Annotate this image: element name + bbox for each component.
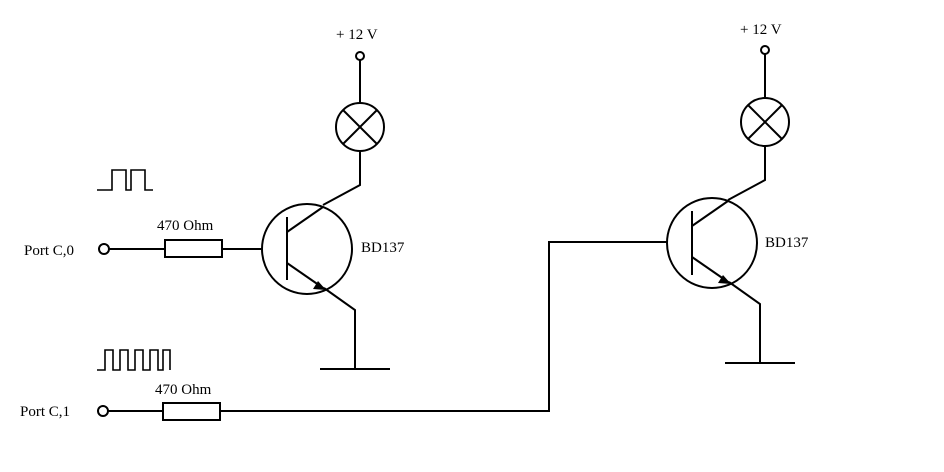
resistor-label-bottom: 470 Ohm [155,382,212,398]
port-label-top: Port C,0 [24,243,74,259]
left-stage: + 12 V BD137 470 Ohm Port C,0 [24,27,405,370]
base-wire-right [220,241,668,412]
supply-terminal-right [760,45,770,55]
supply-label-right: + 12 V [740,22,782,38]
right-stage: + 12 V BD137 [666,22,809,364]
transistor-label-left: BD137 [361,240,405,256]
transistor-left-icon [261,203,353,295]
supply-label-left: + 12 V [336,27,378,43]
emitter-wire-left [323,287,356,369]
port-terminal-bottom [97,405,109,417]
pulse-waveform-slow-icon [97,169,153,191]
supply-terminal-left [355,51,365,61]
lamp-left-icon [335,102,385,152]
port-terminal-top [98,243,110,255]
transistor-label-right: BD137 [765,235,809,251]
resistor-bottom [162,402,221,421]
transistor-right-icon [666,197,758,289]
collector-wire-right [727,146,766,201]
resistor-top [164,239,223,258]
lamp-right-icon [740,97,790,147]
collector-wire-left [322,151,361,206]
resistor-label-top: 470 Ohm [157,218,214,234]
emitter-wire-right [728,281,761,363]
bottom-input: 470 Ohm Port C,1 [20,241,668,421]
pulse-waveform-fast-icon [97,349,171,371]
port-label-bottom: Port C,1 [20,404,70,420]
